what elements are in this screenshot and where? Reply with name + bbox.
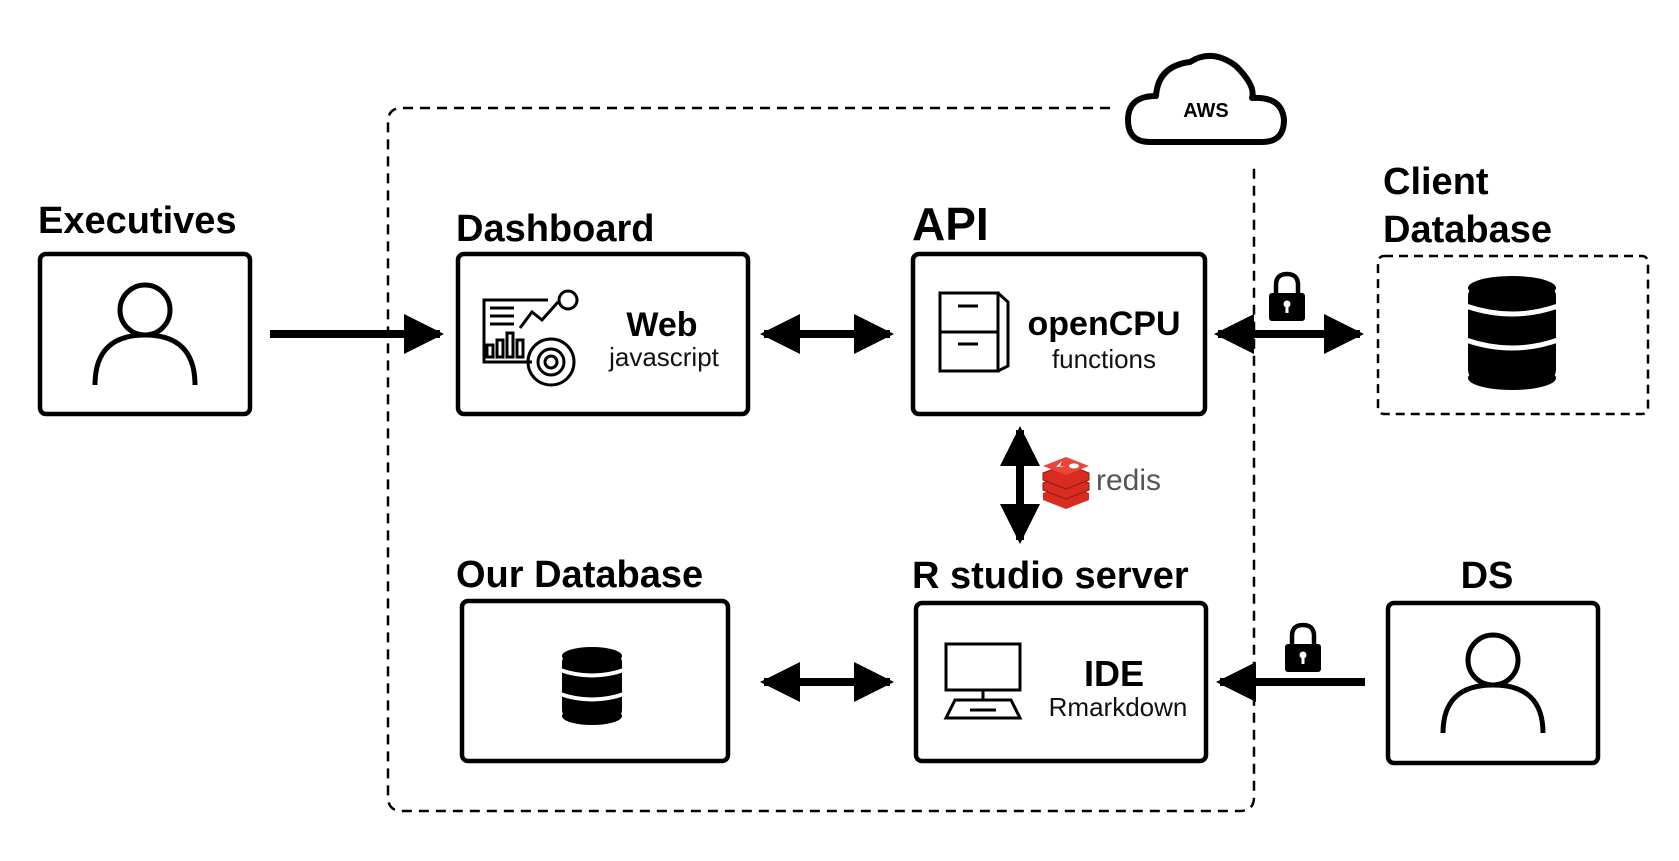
api-sub-label: functions <box>1052 344 1156 374</box>
person-icon <box>92 282 198 386</box>
database-icon <box>559 647 625 725</box>
dashboard-main-label: Web <box>626 306 697 344</box>
desktop-computer-icon <box>943 642 1023 720</box>
client-db-title-line1: Client <box>1383 161 1489 203</box>
rstudio-main-label: IDE <box>1084 653 1144 694</box>
client-db-title-line2: Database <box>1383 209 1552 251</box>
executives-title: Executives <box>38 200 237 242</box>
api-title: API <box>912 198 989 250</box>
dashboard-sub-label: javascript <box>608 342 720 372</box>
rstudio-box <box>913 600 1209 764</box>
database-icon <box>1465 276 1559 390</box>
api-main-label: openCPU <box>1028 305 1181 343</box>
aws-label: AWS <box>1183 100 1229 122</box>
rstudio-sub-label: Rmarkdown <box>1049 692 1188 722</box>
aws-cloud-icon: AWS <box>1125 53 1287 145</box>
person-icon <box>1440 632 1546 734</box>
lock-icon <box>1285 622 1321 672</box>
dashboard-analytics-icon <box>482 289 579 387</box>
file-cabinet-icon <box>938 291 1010 373</box>
dashboard-title: Dashboard <box>456 208 654 250</box>
rstudio-title: R studio server <box>912 555 1189 597</box>
redis-logo-icon <box>1042 457 1090 509</box>
our-db-title: Our Database <box>456 554 703 596</box>
lock-icon <box>1269 271 1305 321</box>
redis-label: redis <box>1096 464 1161 497</box>
dashboard-box <box>455 251 751 417</box>
aws-boundary <box>386 106 1256 813</box>
ds-title: DS <box>1461 555 1514 597</box>
